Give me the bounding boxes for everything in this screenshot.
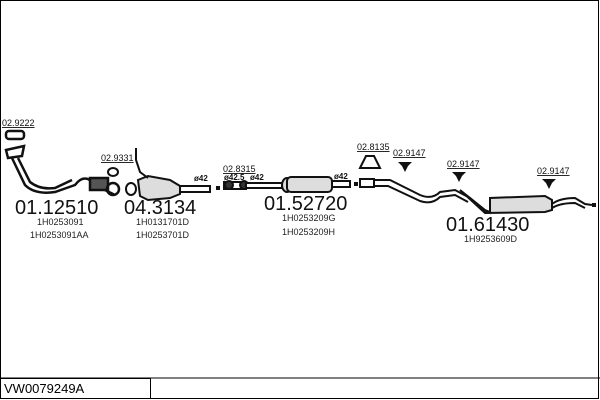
- part-number: 01.52720: [264, 193, 347, 215]
- diameter-label: ø42: [194, 174, 208, 183]
- accessory-ref: 02.8135: [357, 142, 390, 152]
- front-pipe-drawing: [4, 129, 121, 197]
- clamp-icon: [216, 186, 220, 190]
- clamp-icon: [354, 182, 358, 186]
- hanger-icon: [398, 162, 412, 172]
- accessory-ref: 02.9331: [101, 153, 134, 163]
- diagram-code: VW0079249A: [4, 381, 85, 396]
- part-number: 01.12510: [15, 197, 98, 219]
- oe-number: 1H0253209G: [282, 213, 336, 223]
- gasket-icon: [107, 167, 119, 177]
- diameter-label: ø42: [334, 172, 348, 181]
- oe-number: 1H9253609D: [464, 234, 518, 244]
- oe-number: 1H0253091AA: [30, 230, 89, 240]
- hanger-icon: [542, 179, 556, 189]
- oe-number: 1H0253209H: [282, 227, 335, 237]
- catalytic-converter-drawing: [125, 148, 211, 202]
- code-box: [0, 378, 151, 399]
- accessory-ref: 02.9147: [537, 166, 570, 176]
- rubber-mount-icon: [358, 155, 382, 169]
- tailpipe-end: [592, 203, 596, 207]
- accessory-ref: 02.8315: [223, 164, 256, 174]
- oe-number: 1H0253701D: [136, 230, 190, 240]
- part-number: 04.3134: [124, 197, 196, 219]
- accessory-ref: 02.9147: [393, 148, 426, 158]
- connector-pipe-drawing: [223, 180, 283, 190]
- accessory-ref: 02.9222: [2, 118, 35, 128]
- part-number: 01.61430: [446, 214, 529, 236]
- diameter-label: ø42.5: [224, 173, 245, 182]
- rear-muffler-drawing: [359, 178, 593, 215]
- oe-number: 1H0253091: [37, 217, 84, 227]
- diameter-label: ø42: [250, 173, 264, 182]
- hanger-icon: [452, 172, 466, 182]
- oe-number: 1H0131701D: [136, 217, 190, 227]
- accessory-ref: 02.9147: [447, 159, 480, 169]
- center-muffler-drawing: [281, 176, 351, 193]
